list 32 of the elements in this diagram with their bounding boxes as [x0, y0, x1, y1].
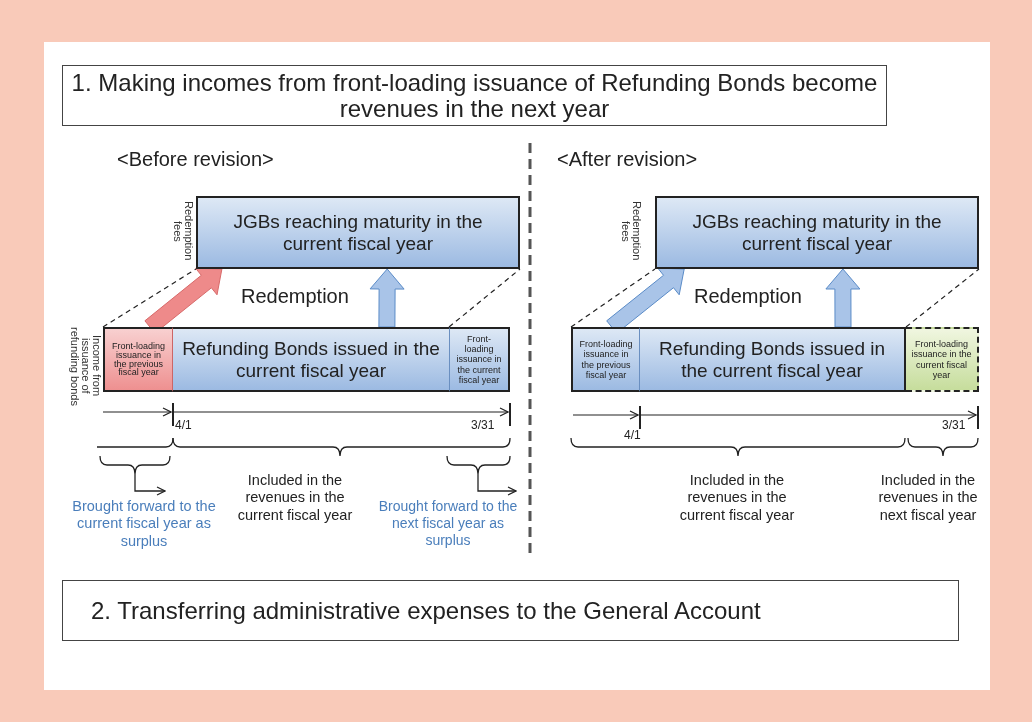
- panel-heading: <Before revision>: [117, 147, 275, 171]
- arrow-label: Redemption: [241, 284, 350, 308]
- date-label: 4/1: [175, 418, 193, 433]
- side-label: Income from issuance of refunding bonds: [68, 325, 102, 408]
- bar-segment: Refunding Bonds issued in the current fiscal year: [173, 327, 449, 392]
- dashed-line: [905, 268, 980, 328]
- bar-segment: Front-loading issuance in the current fiscal year: [449, 327, 510, 392]
- heading-box: 1. Making incomes from front-loading issuance of Refunding Bonds become revenues in the next year: [62, 65, 887, 126]
- side-label: Redemption fees: [620, 200, 642, 263]
- side-label: Redemption fees: [172, 200, 194, 263]
- dashed-line: [102, 268, 197, 328]
- bar-segment: Front-loading issuance in the previous fiscal year: [103, 327, 173, 392]
- bracket-caption: Included in the revenues in the current fiscal year: [236, 472, 354, 525]
- dashed-line: [448, 268, 521, 328]
- bracket-caption: Brought forward to the next fiscal year as surplus: [377, 498, 519, 549]
- date-label: 3/31: [471, 418, 496, 433]
- dashed-line: [570, 268, 656, 328]
- block-arrow: [825, 268, 861, 328]
- date-label: 3/31: [942, 418, 967, 433]
- bar-segment: Front-loading issuance in the current fiscal year: [906, 327, 979, 392]
- bracket-caption: Included in the revenues in the next fiscal year: [877, 472, 979, 525]
- block-arrow: [369, 268, 405, 328]
- bond-box: JGBs reaching maturity in the current fiscal year: [196, 196, 520, 269]
- date-label: 4/1: [624, 428, 642, 443]
- bar-segment: Front-loading issuance in the previous fiscal year: [571, 327, 640, 392]
- bracket-caption: Included in the revenues in the current fiscal year: [678, 472, 796, 525]
- heading-box: 2. Transferring administrative expenses to the General Account: [62, 580, 959, 641]
- bracket-caption: Brought forward to the current fiscal year as surplus: [71, 498, 217, 551]
- panel-heading: <After revision>: [557, 147, 699, 171]
- arrow-label: Redemption: [694, 284, 803, 308]
- bar-segment: Refunding Bonds issued in the current fiscal year: [640, 327, 906, 392]
- bond-box: JGBs reaching maturity in the current fiscal year: [655, 196, 979, 269]
